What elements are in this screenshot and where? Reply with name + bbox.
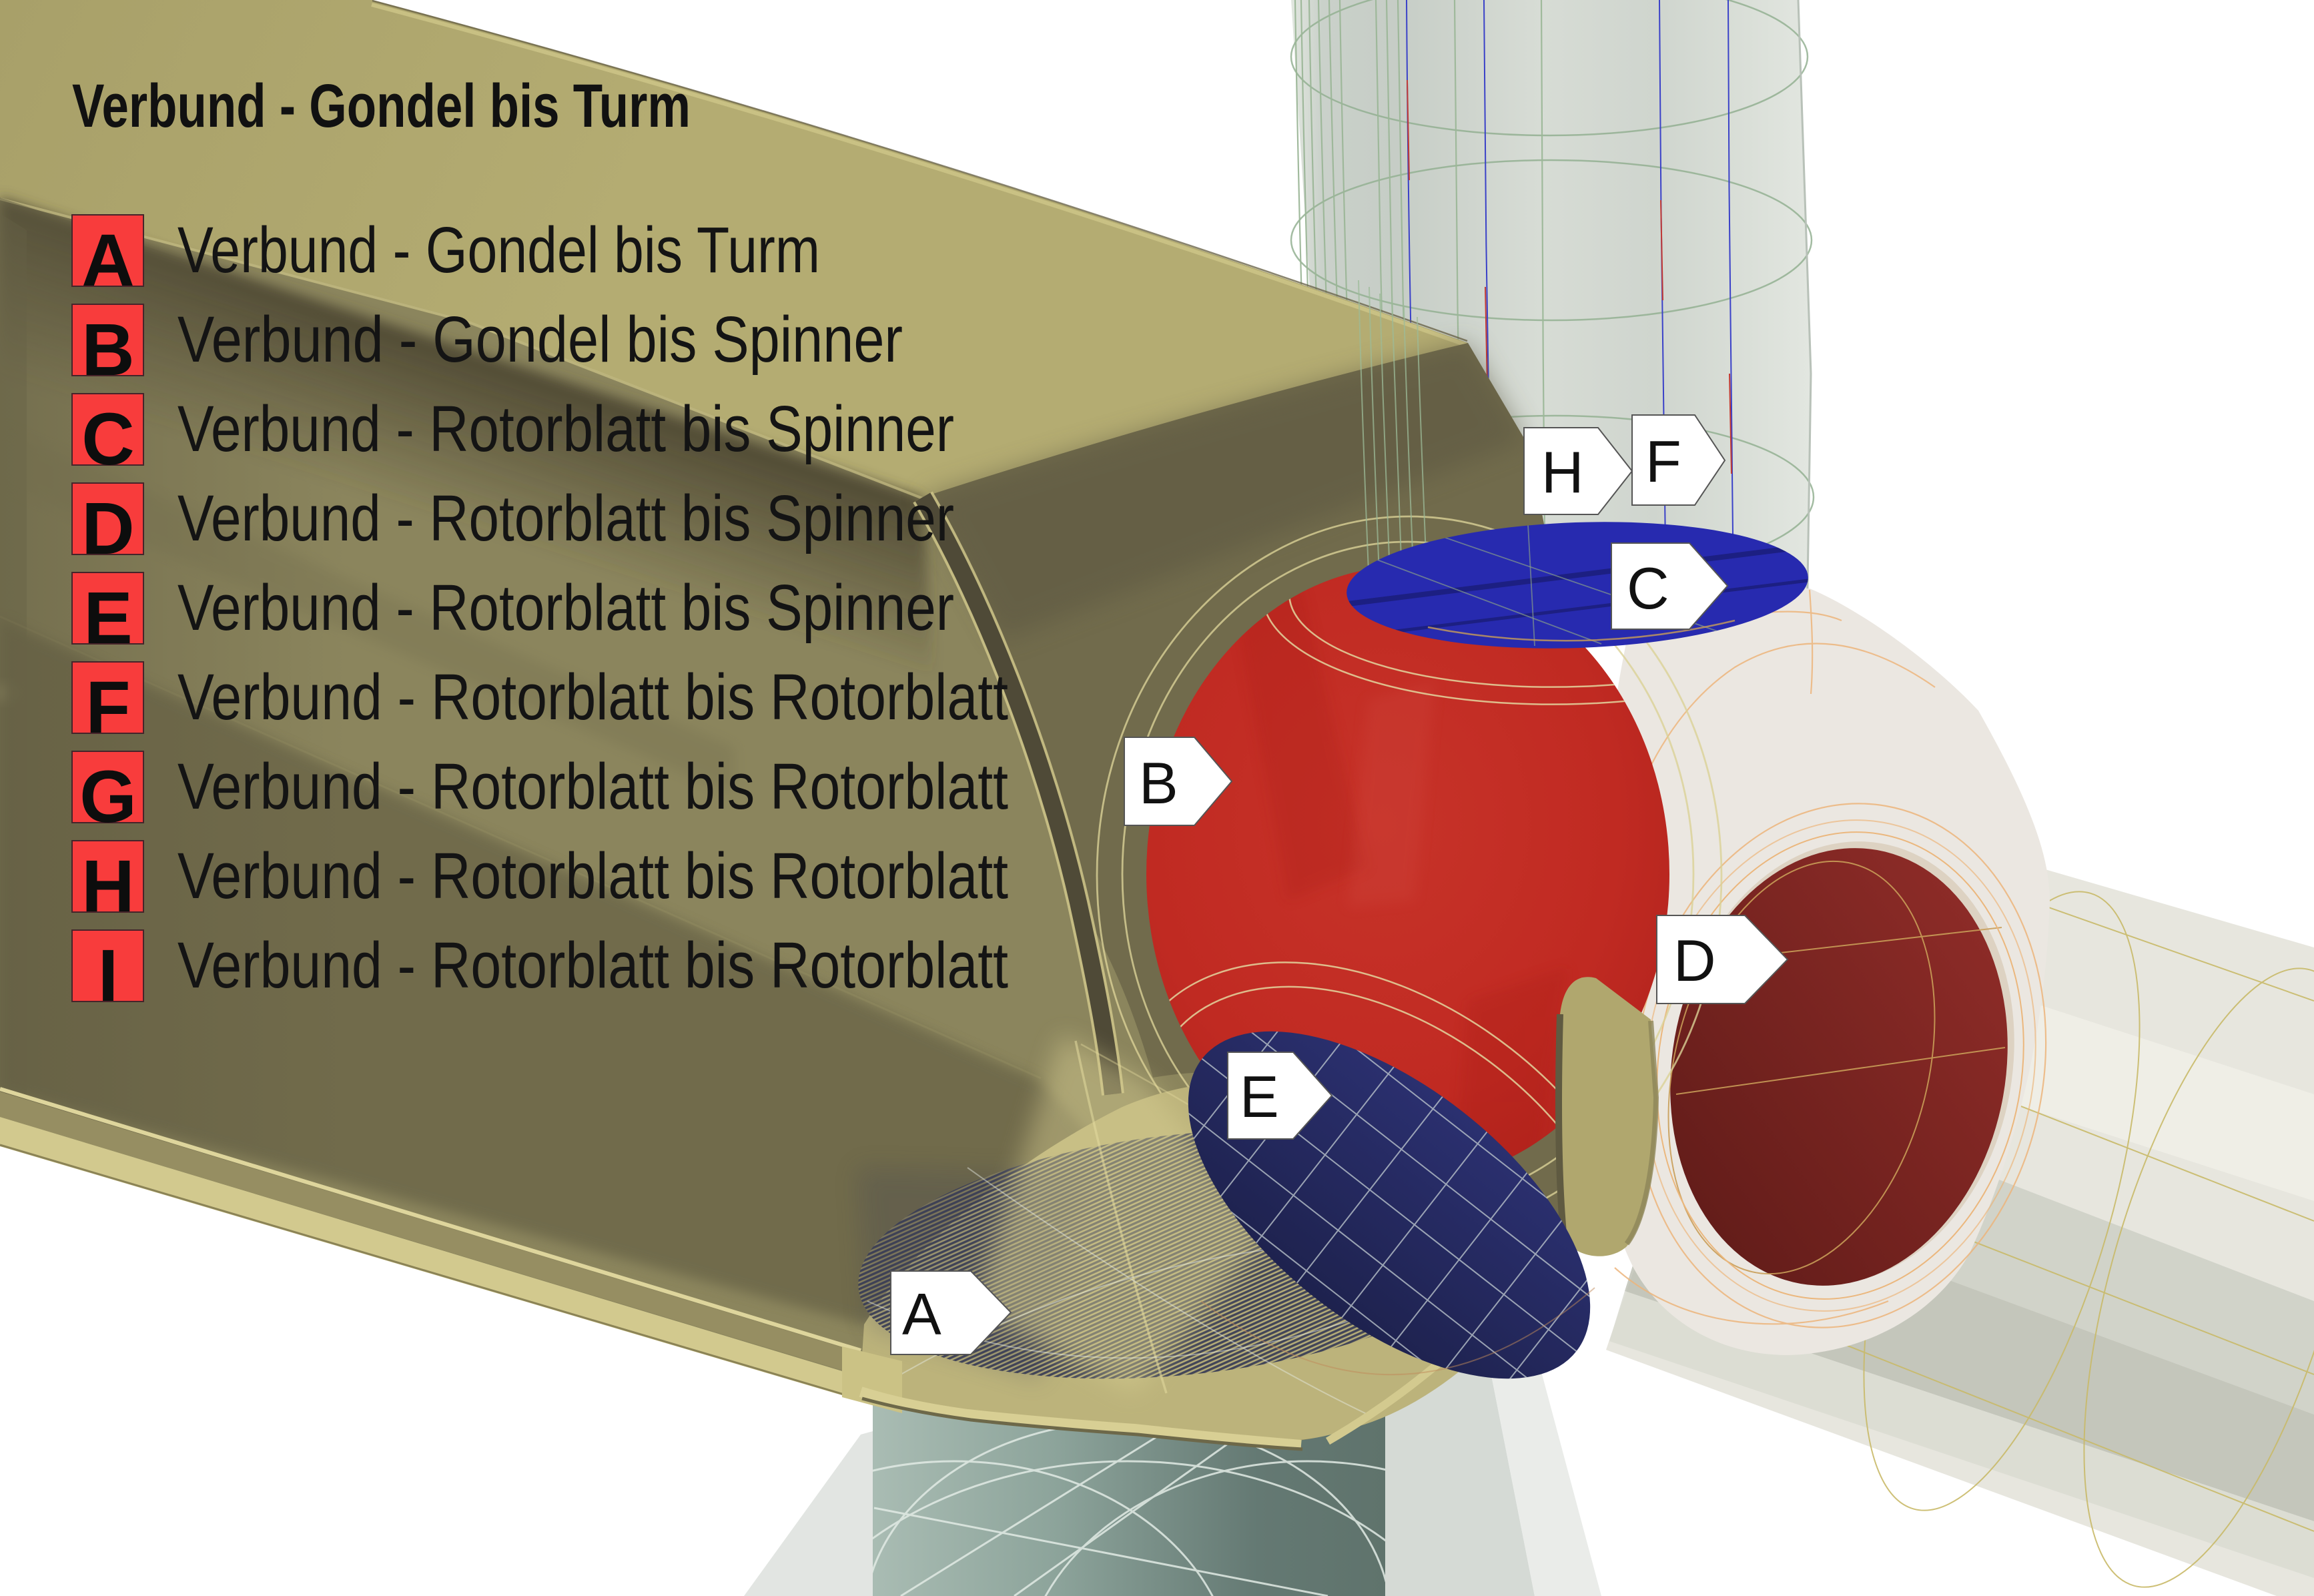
svg-text:Verbund - Rotorblatt bis Spinn: Verbund - Rotorblatt bis Spinner [177, 392, 954, 465]
svg-text:H: H [1541, 439, 1584, 505]
svg-text:Verbund - Rotorblatt bis Rotor: Verbund - Rotorblatt bis Rotorblatt [177, 839, 1008, 912]
svg-text:F: F [85, 667, 130, 749]
svg-text:Verbund - Gondel bis Turm: Verbund - Gondel bis Turm [72, 72, 691, 140]
svg-text:G: G [79, 756, 137, 838]
svg-text:I: I [98, 935, 119, 1017]
svg-text:Verbund - Gondel bis Spinner: Verbund - Gondel bis Spinner [177, 303, 903, 376]
svg-text:C: C [81, 398, 134, 480]
svg-text:E: E [83, 577, 132, 659]
svg-text:E: E [1240, 1064, 1279, 1130]
svg-text:B: B [1139, 750, 1178, 816]
svg-text:D: D [81, 488, 134, 570]
svg-text:Verbund - Rotorblatt bis Spinn: Verbund - Rotorblatt bis Spinner [177, 571, 954, 644]
svg-text:B: B [81, 309, 134, 391]
svg-text:H: H [81, 845, 134, 927]
svg-text:F: F [1645, 428, 1681, 494]
svg-text:Verbund - Gondel bis Turm: Verbund - Gondel bis Turm [177, 214, 820, 286]
svg-text:D: D [1673, 927, 1716, 993]
svg-text:Verbund - Rotorblatt bis Rotor: Verbund - Rotorblatt bis Rotorblatt [177, 661, 1008, 733]
svg-text:A: A [902, 1281, 941, 1347]
svg-text:Verbund - Rotorblatt bis Rotor: Verbund - Rotorblatt bis Rotorblatt [177, 750, 1008, 823]
svg-text:A: A [81, 220, 134, 302]
svg-text:C: C [1627, 555, 1669, 621]
svg-text:Verbund - Rotorblatt bis Spinn: Verbund - Rotorblatt bis Spinner [177, 482, 954, 554]
svg-text:Verbund - Rotorblatt bis Rotor: Verbund - Rotorblatt bis Rotorblatt [177, 929, 1008, 1002]
